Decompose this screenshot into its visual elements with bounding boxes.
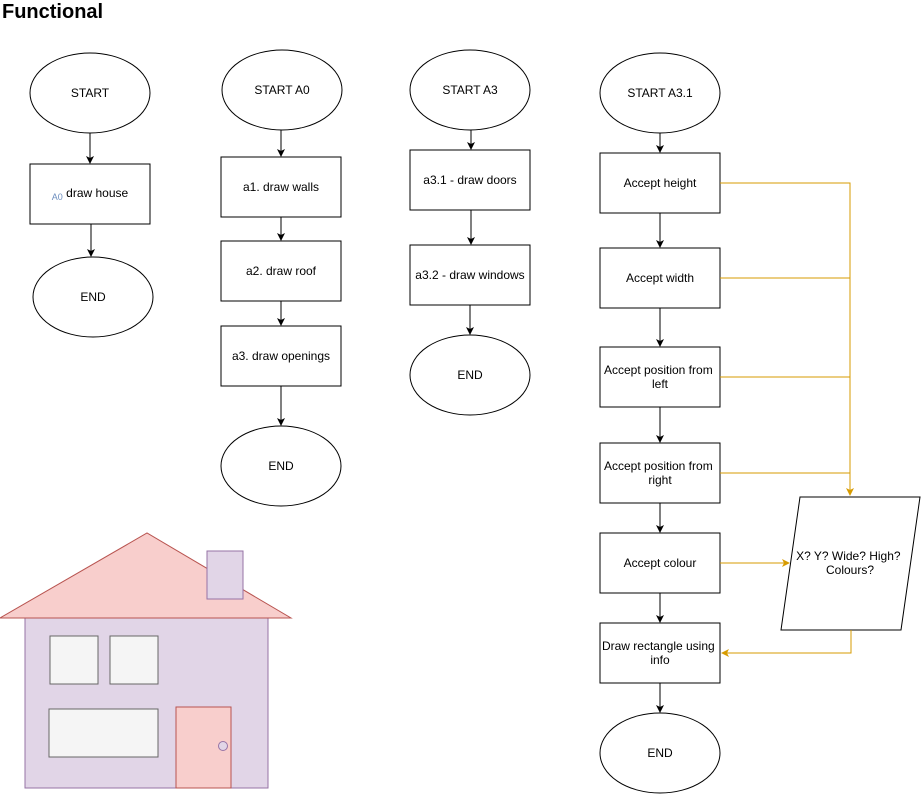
process-node-label: a1. draw walls — [243, 180, 319, 194]
end-node-label: END — [457, 368, 483, 382]
house-window — [48, 708, 159, 758]
house-illustration — [0, 532, 293, 789]
house-roof — [0, 532, 293, 619]
process-node-label: Accept position from left — [604, 363, 716, 391]
start-node-label: START A3 — [442, 83, 498, 97]
start-node[interactable]: START A3 — [409, 49, 531, 131]
start-node-label: START A3.1 — [627, 86, 693, 100]
process-node[interactable]: a3.1 - draw doors — [409, 149, 531, 211]
start-node-label: START — [71, 86, 110, 100]
process-node-accept-colour[interactable]: Accept colour — [599, 532, 721, 594]
start-node-label: START A0 — [254, 83, 310, 97]
flow-a3: START A3 a3.1 - draw doors a3.2 - draw w… — [409, 49, 531, 416]
start-node[interactable]: START A0 — [221, 49, 343, 131]
process-node[interactable]: a1. draw walls — [220, 156, 342, 218]
end-node-label: END — [268, 459, 294, 473]
process-node-accept-height[interactable]: Accept height — [599, 152, 721, 214]
flow-main: START A0 draw house END — [29, 52, 154, 338]
a0-tag: A0 — [52, 192, 63, 202]
process-node-label: Accept position from right — [604, 459, 716, 487]
process-node-accept-position-right[interactable]: Accept position from right — [599, 442, 721, 504]
end-node[interactable]: END — [220, 425, 342, 507]
process-node-label: Accept height — [624, 176, 697, 190]
process-node[interactable]: A0 draw house — [29, 163, 151, 225]
end-node-label: END — [647, 746, 673, 760]
house-doorknob — [218, 741, 228, 751]
process-node-label: Accept width — [626, 271, 694, 285]
house-window — [49, 635, 99, 685]
process-node-label: Draw rectangle using info — [602, 639, 718, 667]
process-node-accept-position-left[interactable]: Accept position from left — [599, 346, 721, 408]
house-chimney — [206, 550, 244, 600]
process-node-label: A0 draw house — [52, 186, 129, 202]
end-node[interactable]: END — [32, 256, 154, 338]
process-node-accept-width[interactable]: Accept width — [599, 247, 721, 309]
process-node-label: a2. draw roof — [246, 264, 317, 278]
start-node[interactable]: START A3.1 — [599, 52, 721, 134]
process-node-label: a3.1 - draw doors — [423, 173, 516, 187]
process-node[interactable]: a2. draw roof — [220, 240, 342, 302]
process-node-label: Accept colour — [624, 556, 697, 570]
end-node[interactable]: END — [409, 334, 531, 416]
draw-house-label: draw house — [66, 186, 128, 200]
data-flow-edge — [720, 182, 854, 496]
start-node[interactable]: START — [29, 52, 151, 134]
flow-a0: START A0 a1. draw walls a2. draw roof a3… — [220, 49, 343, 507]
process-node[interactable]: a3. draw openings — [220, 325, 342, 387]
data-flow-edge — [721, 630, 852, 657]
process-node-draw-rectangle[interactable]: Draw rectangle using info — [599, 622, 721, 684]
house-window — [109, 635, 159, 685]
data-store-node[interactable]: X? Y? Wide? High? Colours? — [780, 496, 921, 631]
page-title: Functional — [2, 1, 104, 23]
data-flow-connectors — [720, 182, 854, 657]
flow-a31: START A3.1 Accept height Accept width Ac… — [599, 52, 921, 794]
end-node[interactable]: END — [599, 712, 721, 794]
process-node[interactable]: a3.2 - draw windows — [409, 244, 531, 306]
process-node-label: a3. draw openings — [232, 349, 330, 363]
end-node-label: END — [80, 290, 106, 304]
data-store-label: X? Y? Wide? High? Colours? — [796, 549, 904, 577]
process-node-label: a3.2 - draw windows — [415, 268, 524, 282]
